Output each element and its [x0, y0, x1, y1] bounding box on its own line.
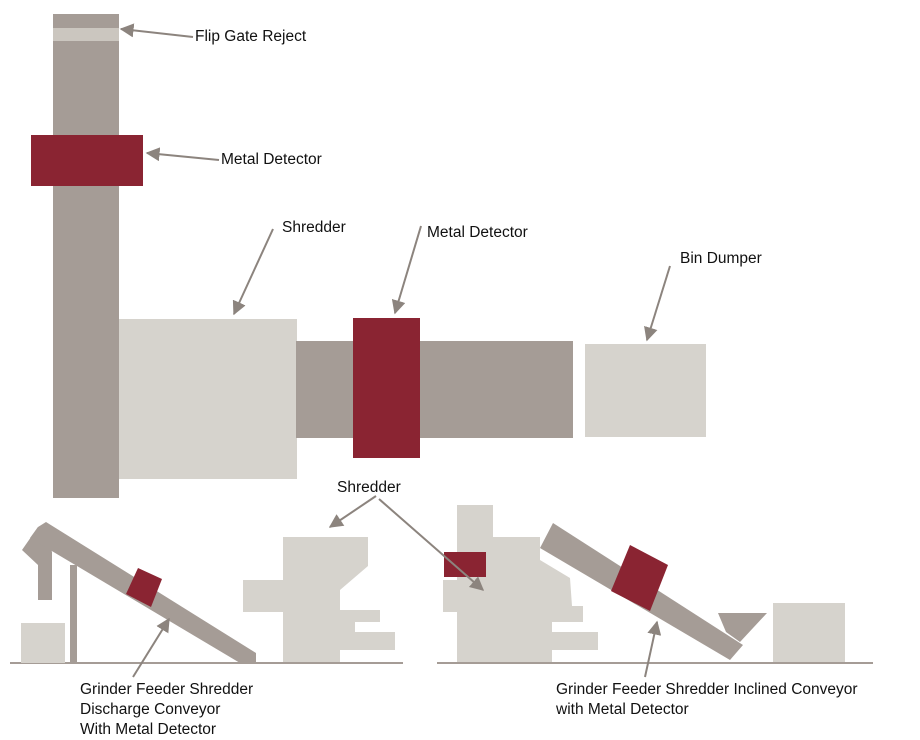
- label-inclined-conveyor-line-1: Grinder Feeder Shredder Inclined Conveyo…: [556, 681, 858, 698]
- label-shredder-bottom: Shredder: [337, 479, 401, 496]
- label-flip-gate-reject: Flip Gate Reject: [195, 28, 307, 45]
- arrow-shredder-top: [232, 228, 274, 316]
- vertical-metal-detector: [31, 135, 143, 186]
- label-bin-dumper: Bin Dumper: [680, 250, 762, 267]
- small-bin-left: [21, 623, 65, 663]
- flip-gate: [53, 28, 119, 41]
- arrow-inclined-conveyor: [644, 620, 662, 678]
- arrow-metal-detector-horizontal: [391, 225, 422, 315]
- horizontal-conveyor: [296, 341, 573, 438]
- shredder-unit: [119, 319, 297, 479]
- bin-dumper: [585, 344, 706, 437]
- label-metal-detector-horizontal: Metal Detector: [427, 224, 528, 241]
- label-inclined-conveyor: Grinder Feeder Shredder Inclined Conveyo…: [556, 680, 858, 720]
- arrow-bin-dumper: [644, 265, 671, 342]
- arrow-flip-gate: [119, 23, 194, 38]
- label-discharge-conveyor-line-2: Discharge Conveyor: [80, 701, 221, 718]
- support-post-left: [70, 565, 77, 662]
- label-shredder-top: Shredder: [282, 219, 346, 236]
- shredder-machine-right: [443, 505, 598, 662]
- arrow-discharge-conveyor: [132, 617, 170, 678]
- shredder-detector-right: [444, 552, 486, 577]
- horizontal-metal-detector: [353, 318, 420, 458]
- discharge-conveyor-detector: [126, 568, 162, 607]
- arrow-shredder-bottom-left: [328, 495, 377, 528]
- label-inclined-conveyor-line-2: with Metal Detector: [556, 701, 689, 718]
- label-discharge-conveyor: Grinder Feeder Shredder Discharge Convey…: [80, 680, 253, 740]
- inclined-conveyor-detector: [611, 545, 668, 611]
- vertical-conveyor: [53, 14, 119, 498]
- label-discharge-conveyor-line-1: Grinder Feeder Shredder: [80, 681, 254, 698]
- shredder-machine-left: [243, 537, 395, 662]
- label-discharge-conveyor-line-3: With Metal Detector: [80, 721, 217, 738]
- ground-line-right: [437, 662, 873, 664]
- arrow-shredder-bottom-right: [378, 498, 485, 591]
- ground-line-left: [10, 662, 403, 664]
- label-metal-detector-vertical: Metal Detector: [221, 151, 322, 168]
- receiving-bin-right: [773, 603, 845, 662]
- arrow-metal-detector-vertical: [145, 147, 220, 162]
- inclined-conveyor-chute: [718, 613, 767, 642]
